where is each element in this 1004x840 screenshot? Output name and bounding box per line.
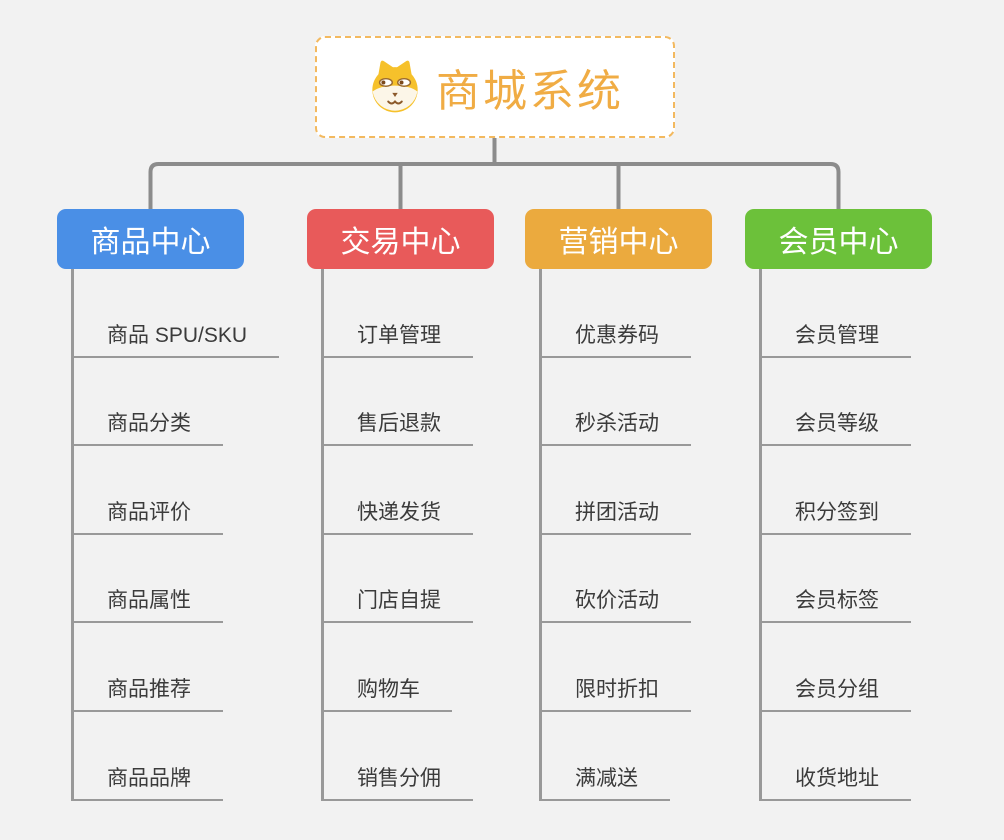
branch-topic-label: 营销中心 (558, 226, 679, 259)
child-topic[interactable]: 快递发货 (322, 499, 473, 535)
child-topic[interactable]: 门店自提 (322, 587, 473, 623)
branch-children-line (71, 269, 74, 801)
child-topic[interactable]: 优惠券码 (540, 322, 691, 358)
branch-topic-label: 会员中心 (778, 226, 899, 259)
root-topic[interactable]: 商城系统 (315, 36, 675, 138)
child-topic[interactable]: 商品评价 (72, 499, 223, 535)
child-topic[interactable]: 拼团活动 (540, 499, 691, 535)
child-topic[interactable]: 商品推荐 (72, 676, 223, 712)
child-topic[interactable]: 限时折扣 (540, 676, 691, 712)
child-topic[interactable]: 售后退款 (322, 410, 473, 446)
child-topic[interactable]: 商品属性 (72, 587, 223, 623)
branch-topic-3[interactable]: 营销中心 (525, 209, 712, 269)
child-topic[interactable]: 会员等级 (760, 410, 911, 446)
child-topic[interactable]: 订单管理 (322, 322, 473, 358)
dog-face-icon (366, 58, 424, 116)
branch-topic-label: 交易中心 (340, 226, 461, 259)
branch-children-line (539, 269, 542, 801)
child-topic[interactable]: 销售分佣 (322, 765, 473, 801)
child-topic[interactable]: 会员分组 (760, 676, 911, 712)
branch-children-line (321, 269, 324, 801)
branch-children-line (759, 269, 762, 801)
root-topic-label: 商城系统 (436, 67, 624, 116)
child-topic[interactable]: 收货地址 (760, 765, 911, 801)
child-topic[interactable]: 商品品牌 (72, 765, 223, 801)
branch-topic-4[interactable]: 会员中心 (745, 209, 932, 269)
child-topic[interactable]: 秒杀活动 (540, 410, 691, 446)
child-topic[interactable]: 会员管理 (760, 322, 911, 358)
branch-topic-1[interactable]: 商品中心 (57, 209, 244, 269)
child-topic[interactable]: 商品 SPU/SKU (72, 322, 280, 358)
child-topic[interactable]: 满减送 (540, 765, 670, 801)
child-topic[interactable]: 会员标签 (760, 587, 911, 623)
child-topic[interactable]: 砍价活动 (540, 587, 691, 623)
branch-topic-2[interactable]: 交易中心 (307, 209, 494, 269)
child-topic[interactable]: 购物车 (322, 676, 452, 712)
branch-topic-label: 商品中心 (90, 226, 211, 259)
child-topic[interactable]: 商品分类 (72, 410, 223, 446)
child-topic[interactable]: 积分签到 (760, 499, 911, 535)
